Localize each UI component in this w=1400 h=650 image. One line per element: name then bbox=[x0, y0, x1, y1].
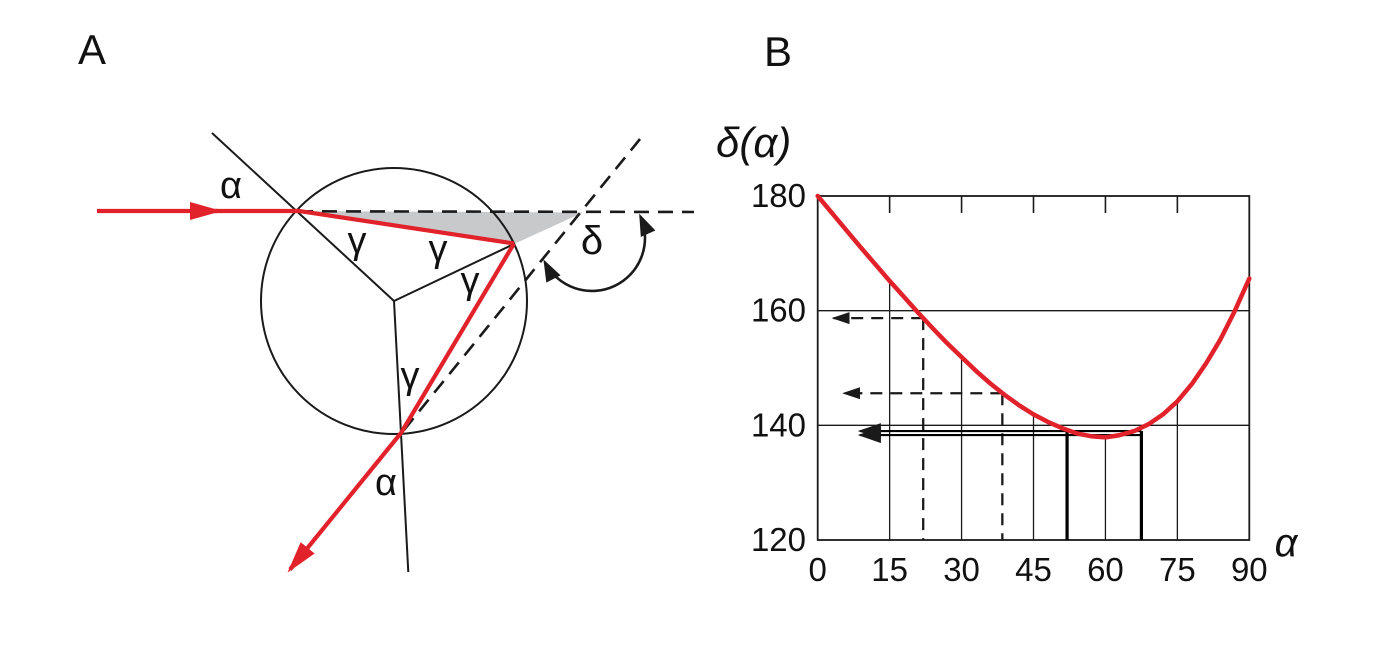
refraction-angle-label-entry: γ bbox=[348, 220, 367, 262]
reflection-radius-line bbox=[393, 243, 515, 302]
entry-normal-line bbox=[211, 132, 395, 302]
x-tick-label-90: 90 bbox=[1231, 551, 1268, 588]
refracted-ray bbox=[296, 208, 515, 246]
panel-b-label: B bbox=[764, 28, 792, 75]
x-tick-label-30: 30 bbox=[943, 551, 980, 588]
refraction-angle-label-upper: γ bbox=[429, 228, 448, 270]
incident-ray-extension-dashed bbox=[297, 210, 695, 214]
deviation-angle-arc bbox=[543, 213, 656, 293]
chart-title: δ(α) bbox=[716, 119, 791, 166]
panel-a-droplet-diagram: A α γ γ γ γ α δ bbox=[78, 26, 695, 573]
y-tick-label-160: 160 bbox=[751, 292, 806, 329]
droplet-circle bbox=[260, 167, 528, 435]
x-tick-label-45: 45 bbox=[1015, 551, 1052, 588]
x-tick-label-60: 60 bbox=[1087, 551, 1124, 588]
y-tick-label-140: 140 bbox=[751, 406, 806, 443]
exit-ray-extension-dashed bbox=[402, 138, 642, 431]
exit-normal-line bbox=[393, 300, 410, 573]
deviation-curve bbox=[815, 193, 1252, 440]
x-tick-label-0: 0 bbox=[809, 551, 827, 588]
internal-reflected-ray bbox=[399, 242, 516, 435]
exit-ray bbox=[287, 431, 403, 573]
y-tick-label-180: 180 bbox=[751, 177, 806, 214]
y-tick-label-120: 120 bbox=[751, 521, 806, 558]
x-axis-label: α bbox=[1275, 521, 1299, 565]
x-tick-label-75: 75 bbox=[1159, 551, 1196, 588]
refraction-angle-label-exit: γ bbox=[401, 355, 420, 397]
incidence-angle-label: α bbox=[220, 165, 242, 207]
shaded-deviation-triangle bbox=[297, 211, 583, 244]
panel-a-label: A bbox=[78, 26, 106, 73]
refraction-angle-label-reflection: γ bbox=[461, 260, 480, 302]
x-tick-label-15: 15 bbox=[871, 551, 908, 588]
exit-angle-label: α bbox=[375, 462, 397, 504]
deviation-angle-label: δ bbox=[581, 219, 603, 263]
